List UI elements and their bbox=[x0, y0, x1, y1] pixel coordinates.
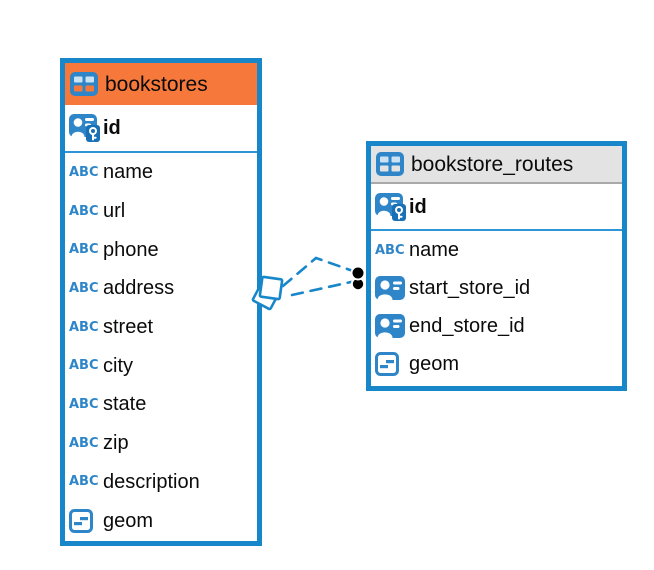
column-name: state bbox=[103, 393, 147, 416]
text-type-icon: ABC bbox=[69, 319, 99, 335]
column-name: url bbox=[103, 200, 126, 223]
primary-key-icon bbox=[69, 113, 103, 143]
table-title: bookstores bbox=[105, 72, 208, 96]
relationship-line[interactable] bbox=[290, 280, 353, 297]
geometry-type-icon bbox=[375, 352, 409, 376]
column-row[interactable]: geom bbox=[65, 501, 257, 540]
column-name: description bbox=[103, 470, 200, 493]
text-type-icon: ABC bbox=[69, 358, 99, 374]
column-name: id bbox=[103, 117, 121, 139]
column-name: geom bbox=[103, 509, 154, 532]
table-title: bookstore_routes bbox=[411, 152, 574, 176]
primary-key-section: id bbox=[65, 105, 257, 153]
table-header[interactable]: bookstore_routes bbox=[371, 146, 622, 184]
table-icon bbox=[70, 72, 98, 96]
text-type-icon: ABC bbox=[69, 203, 99, 219]
foreign-key-icon bbox=[375, 276, 409, 300]
column-row[interactable]: end_store_id bbox=[371, 307, 622, 345]
primary-key-section: id bbox=[371, 184, 622, 231]
column-name: street bbox=[103, 316, 154, 339]
column-name: phone bbox=[103, 238, 159, 261]
column-name: city bbox=[103, 354, 133, 377]
relationship-endpoint-dots-icon bbox=[350, 265, 366, 292]
column-row[interactable]: id bbox=[371, 184, 622, 229]
text-type-icon: ABC bbox=[375, 242, 405, 258]
text-type-icon: ABC bbox=[69, 242, 99, 258]
column-name: name bbox=[409, 239, 460, 261]
text-type-icon: ABC bbox=[69, 280, 99, 296]
text-type-icon: ABC bbox=[69, 474, 99, 490]
column-name: id bbox=[409, 195, 427, 218]
column-name: name bbox=[103, 161, 154, 184]
table-icon bbox=[376, 152, 404, 176]
column-name: end_store_id bbox=[409, 315, 525, 337]
column-name: geom bbox=[409, 353, 460, 375]
column-name: start_store_id bbox=[409, 277, 531, 299]
column-row[interactable]: geom bbox=[371, 345, 622, 383]
primary-key-icon bbox=[375, 192, 409, 222]
text-type-icon: ABC bbox=[69, 435, 99, 451]
geometry-type-icon bbox=[69, 508, 103, 533]
column-row[interactable]: id bbox=[65, 105, 257, 151]
column-row[interactable]: start_store_id bbox=[371, 269, 622, 307]
foreign-key-icon bbox=[375, 314, 409, 338]
table-header[interactable]: bookstores bbox=[65, 63, 257, 105]
column-name: zip bbox=[103, 432, 129, 455]
text-type-icon: ABC bbox=[69, 164, 99, 180]
column-name: address bbox=[103, 277, 175, 300]
text-type-icon: ABC bbox=[69, 396, 99, 412]
relationship-line[interactable] bbox=[281, 256, 355, 288]
